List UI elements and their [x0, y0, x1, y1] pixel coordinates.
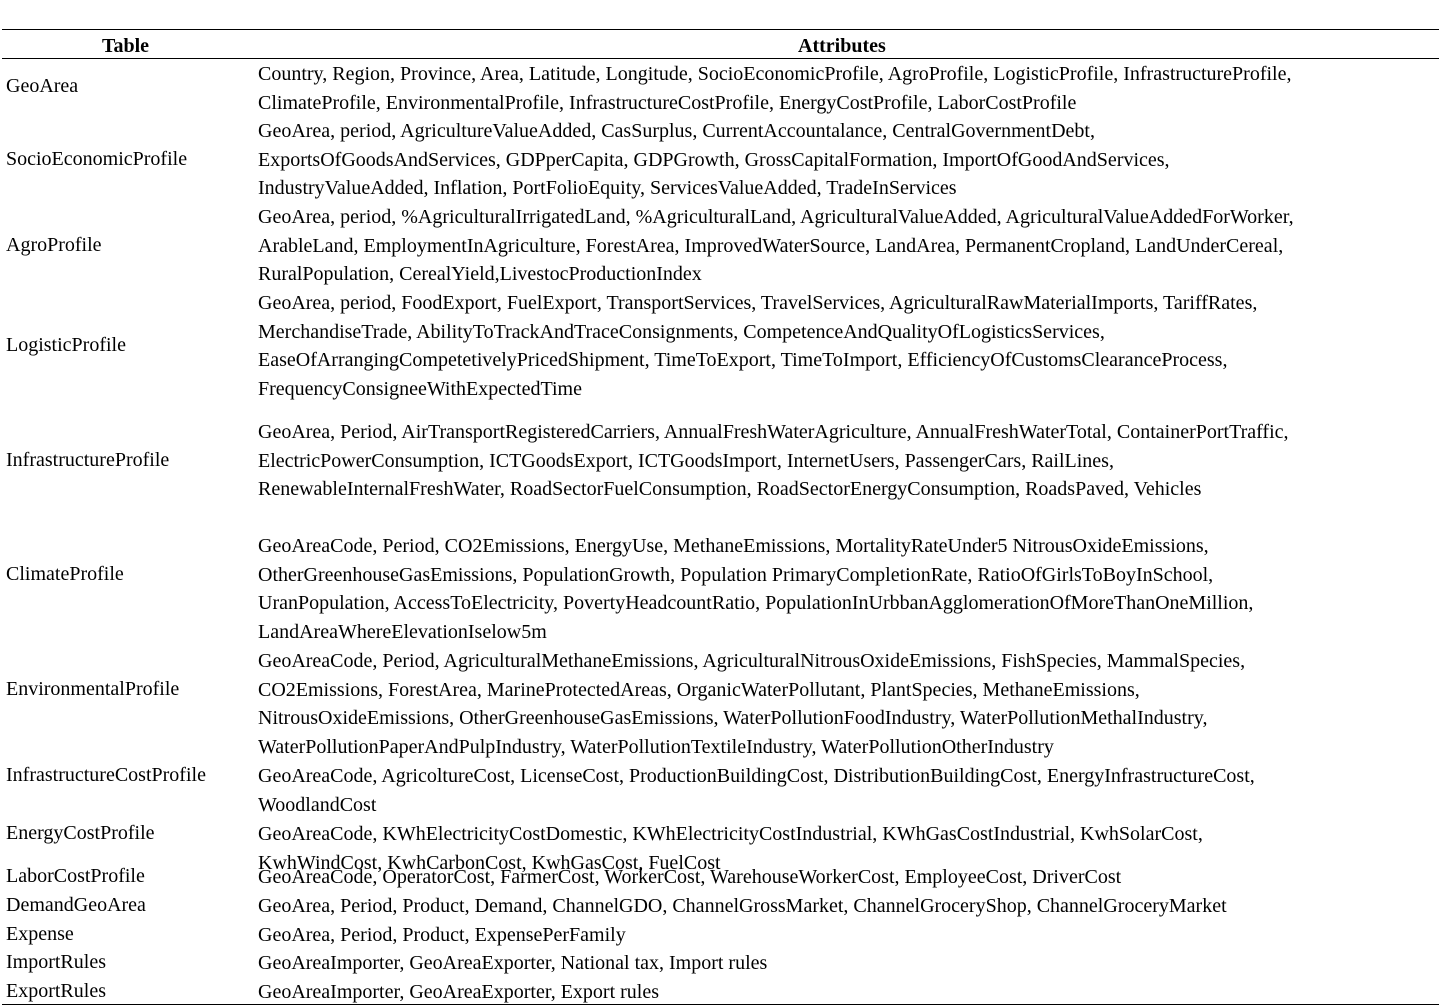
table-name-cell: ImportRules — [6, 951, 106, 973]
attributes-line: GeoArea, period, AgricultureValueAdded, … — [258, 120, 1095, 142]
attributes-line: GeoAreaCode, KWhElectricityCostDomestic,… — [258, 823, 1203, 845]
table-name-cell: Expense — [6, 923, 74, 945]
table-name-cell: SocioEconomicProfile — [6, 148, 188, 170]
table-top-rule — [2, 29, 1439, 30]
table-name-cell: EnvironmentalProfile — [6, 678, 180, 700]
attributes-line: GeoAreaCode, AgricoltureCost, LicenseCos… — [258, 765, 1255, 787]
table-name-cell: ClimateProfile — [6, 563, 124, 585]
attributes-cell: GeoAreaCode, KWhElectricityCostDomestic,… — [258, 820, 1436, 877]
attributes-line: GeoAreaImporter, GeoAreaExporter, Export… — [258, 981, 660, 1003]
attributes-cell: GeoArea, period, FoodExport, FuelExport,… — [258, 289, 1436, 404]
attributes-line: ArableLand, EmploymentInAgriculture, For… — [258, 234, 1284, 257]
attributes-line: WoodlandCost — [258, 793, 377, 816]
attributes-cell: GeoArea, period, AgricultureValueAdded, … — [258, 117, 1436, 203]
attributes-cell: GeoArea, period, %AgriculturalIrrigatedL… — [258, 203, 1436, 289]
attributes-line: WaterPollutionPaperAndPulpIndustry, Wate… — [258, 736, 1054, 759]
attributes-line: ClimateProfile, EnvironmentalProfile, In… — [258, 91, 1077, 114]
attributes-line: ExportsOfGoodsAndServices, GDPperCapita,… — [258, 148, 1170, 171]
attributes-line: NitrousOxideEmissions, OtherGreenhouseGa… — [258, 707, 1208, 730]
attributes-line: CO2Emissions, ForestArea, MarineProtecte… — [258, 678, 1140, 701]
attributes-line: RenewableInternalFreshWater, RoadSectorF… — [258, 478, 1202, 501]
attributes-line: UranPopulation, AccessToElectricity, Pov… — [258, 592, 1254, 615]
attributes-line: EaseOfArrangingCompetetivelyPricedShipme… — [258, 349, 1228, 372]
attributes-line: KwhWindCost, KwhCarbonCost, KwhGasCost, … — [258, 851, 721, 874]
table-name-cell: LaborCostProfile — [6, 865, 145, 887]
attributes-line: GeoAreaCode, Period, AgriculturalMethane… — [258, 650, 1246, 672]
attributes-line: LandAreaWhereElevationIselow5m — [258, 621, 547, 644]
attributes-line: ElectricPowerConsumption, ICTGoodsExport… — [258, 449, 1114, 472]
attributes-line: GeoAreaCode, Period, CO2Emissions, Energ… — [258, 535, 1209, 557]
table-name-cell: EnergyCostProfile — [6, 822, 155, 844]
attributes-cell: GeoAreaCode, OperatorCost, FarmerCost, W… — [258, 863, 1436, 892]
table-bottom-rule — [2, 1004, 1439, 1005]
attributes-cell: GeoAreaCode, Period, AgriculturalMethane… — [258, 647, 1436, 762]
table-name-cell: DemandGeoArea — [6, 894, 146, 916]
attributes-cell: GeoAreaCode, AgricoltureCost, LicenseCos… — [258, 762, 1436, 819]
attributes-cell: GeoArea, Period, Product, Demand, Channe… — [258, 892, 1436, 921]
table-name-cell: InfrastructureProfile — [6, 449, 170, 471]
attributes-line: GeoArea, period, FoodExport, FuelExport,… — [258, 292, 1258, 314]
attributes-line: IndustryValueAdded, Inflation, PortFolio… — [258, 177, 957, 200]
attributes-cell: GeoAreaImporter, GeoAreaExporter, Nation… — [258, 949, 1436, 978]
attributes-line: GeoArea, Period, Product, ExpensePerFami… — [258, 924, 626, 946]
table-name-cell: GeoArea — [6, 75, 79, 97]
attributes-line: MerchandiseTrade, AbilityToTrackAndTrace… — [258, 320, 1105, 343]
attributes-cell: GeoArea, Period, AirTransportRegisteredC… — [258, 418, 1436, 504]
attributes-line: OtherGreenhouseGasEmissions, PopulationG… — [258, 563, 1214, 586]
attributes-line: GeoAreaCode, OperatorCost, FarmerCost, W… — [258, 866, 1122, 888]
attributes-line: FrequencyConsigneeWithExpectedTime — [258, 378, 582, 401]
attributes-cell: Country, Region, Province, Area, Latitud… — [258, 60, 1436, 117]
attributes-cell: GeoAreaImporter, GeoAreaExporter, Export… — [258, 978, 1436, 1007]
header-rule — [2, 58, 1439, 59]
table-name-cell: ExportRules — [6, 980, 106, 1002]
attributes-line: GeoArea, period, %AgriculturalIrrigatedL… — [258, 206, 1294, 228]
attributes-line: GeoAreaImporter, GeoAreaExporter, Nation… — [258, 952, 768, 974]
attributes-cell: GeoAreaCode, Period, CO2Emissions, Energ… — [258, 532, 1436, 647]
header-attributes: Attributes — [798, 35, 886, 57]
table-name-cell: LogisticProfile — [6, 334, 126, 356]
table-name-cell: AgroProfile — [6, 234, 102, 256]
header-table: Table — [102, 35, 150, 57]
table-name-cell: InfrastructureCostProfile — [6, 764, 206, 786]
attributes-line: GeoArea, Period, Product, Demand, Channe… — [258, 895, 1227, 917]
attributes-line: Country, Region, Province, Area, Latitud… — [258, 63, 1292, 85]
attributes-cell: GeoArea, Period, Product, ExpensePerFami… — [258, 921, 1436, 950]
attributes-line: RuralPopulation, CerealYield,LivestocPro… — [258, 263, 702, 286]
attributes-line: GeoArea, Period, AirTransportRegisteredC… — [258, 421, 1289, 443]
